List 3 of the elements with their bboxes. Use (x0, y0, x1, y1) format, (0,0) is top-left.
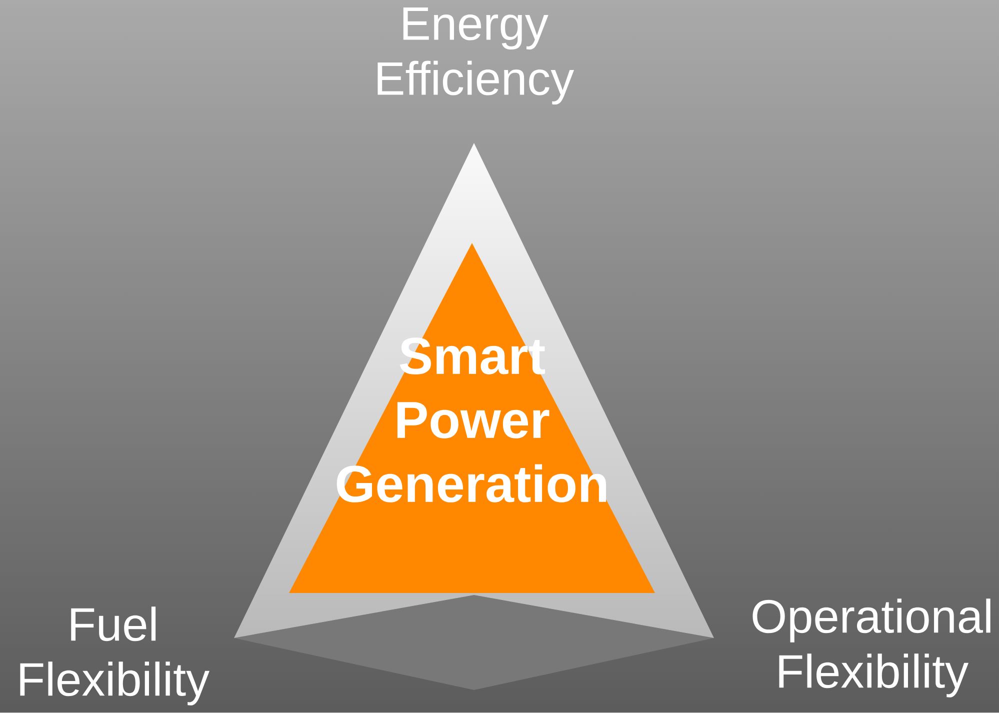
corner-label: Fuel Flexibility (20, 606, 210, 706)
corner-label: Operational Flexibility (752, 598, 990, 698)
corner-label: Energy Efficiency (378, 7, 574, 105)
